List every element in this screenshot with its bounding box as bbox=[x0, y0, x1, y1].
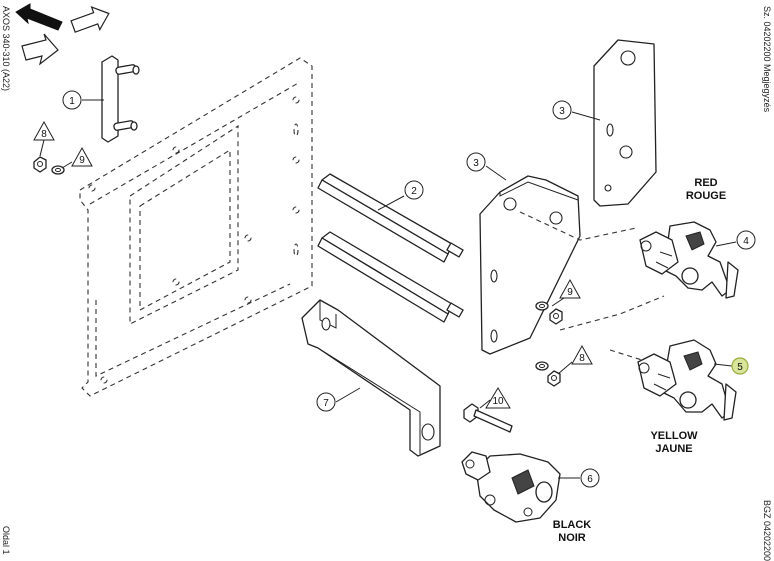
callout-7[interactable]: 7 bbox=[316, 392, 336, 412]
svg-text:4: 4 bbox=[743, 236, 749, 247]
svg-text:3: 3 bbox=[473, 158, 479, 169]
label-black: BLACK NOIR bbox=[553, 519, 592, 544]
part-4-red-coupling bbox=[639, 221, 739, 299]
callout-1[interactable]: 1 bbox=[62, 90, 82, 110]
callout-6[interactable]: 6 bbox=[580, 468, 600, 488]
svg-text:2: 2 bbox=[411, 186, 417, 197]
callout-3-rear[interactable]: 3 bbox=[552, 100, 572, 120]
nav-down-arrow-icon[interactable] bbox=[21, 33, 59, 66]
nut-washer-lower bbox=[535, 361, 561, 387]
svg-text:3: 3 bbox=[559, 106, 565, 117]
callout-8-left[interactable]: 8 bbox=[33, 120, 55, 141]
svg-text:RED: RED bbox=[694, 177, 717, 189]
mounting-plate bbox=[79, 57, 313, 397]
svg-text:8: 8 bbox=[41, 129, 47, 140]
callout-4[interactable]: 4 bbox=[736, 230, 756, 250]
leader-lines bbox=[39, 99, 737, 479]
callout-9-right[interactable]: 9 bbox=[559, 278, 581, 299]
part-3-bracket-front bbox=[479, 175, 581, 355]
svg-text:YELLOW: YELLOW bbox=[650, 430, 698, 442]
svg-text:5: 5 bbox=[737, 362, 743, 373]
svg-text:6: 6 bbox=[587, 474, 593, 485]
callout-8-right[interactable]: 8 bbox=[571, 344, 593, 365]
svg-text:10: 10 bbox=[492, 396, 504, 407]
svg-text:7: 7 bbox=[323, 398, 329, 409]
label-red: RED ROUGE bbox=[686, 177, 726, 202]
part-3-plate-rear bbox=[593, 39, 657, 207]
svg-text:9: 9 bbox=[567, 287, 573, 298]
part-2-spacers bbox=[317, 173, 464, 323]
callout-2[interactable]: 2 bbox=[404, 180, 424, 200]
nut-washer-upper bbox=[535, 301, 563, 325]
nav-forward-arrow-icon[interactable] bbox=[69, 2, 113, 38]
part-7-support-bracket bbox=[301, 299, 441, 457]
callout-5[interactable]: 5 bbox=[731, 357, 749, 375]
part-10-bolt bbox=[463, 403, 513, 433]
callout-3-front[interactable]: 3 bbox=[466, 152, 486, 172]
part-6-black-coupling bbox=[461, 451, 561, 523]
callout-10[interactable]: 10 bbox=[485, 387, 511, 409]
part-5-yellow-coupling bbox=[637, 339, 737, 421]
svg-text:1: 1 bbox=[69, 96, 75, 107]
svg-text:BLACK: BLACK bbox=[553, 519, 592, 531]
svg-text:JAUNE: JAUNE bbox=[655, 443, 692, 455]
part-1-stud-bracket bbox=[101, 55, 140, 143]
svg-text:ROUGE: ROUGE bbox=[686, 190, 726, 202]
svg-text:9: 9 bbox=[79, 155, 85, 166]
callout-9-left[interactable]: 9 bbox=[71, 146, 93, 167]
nut-washer-left bbox=[33, 156, 65, 175]
nav-back-arrow-icon[interactable] bbox=[15, 3, 63, 31]
connection-lines bbox=[519, 211, 665, 361]
svg-text:8: 8 bbox=[579, 353, 585, 364]
label-yellow: YELLOW JAUNE bbox=[650, 430, 698, 455]
svg-text:NOIR: NOIR bbox=[558, 532, 586, 544]
